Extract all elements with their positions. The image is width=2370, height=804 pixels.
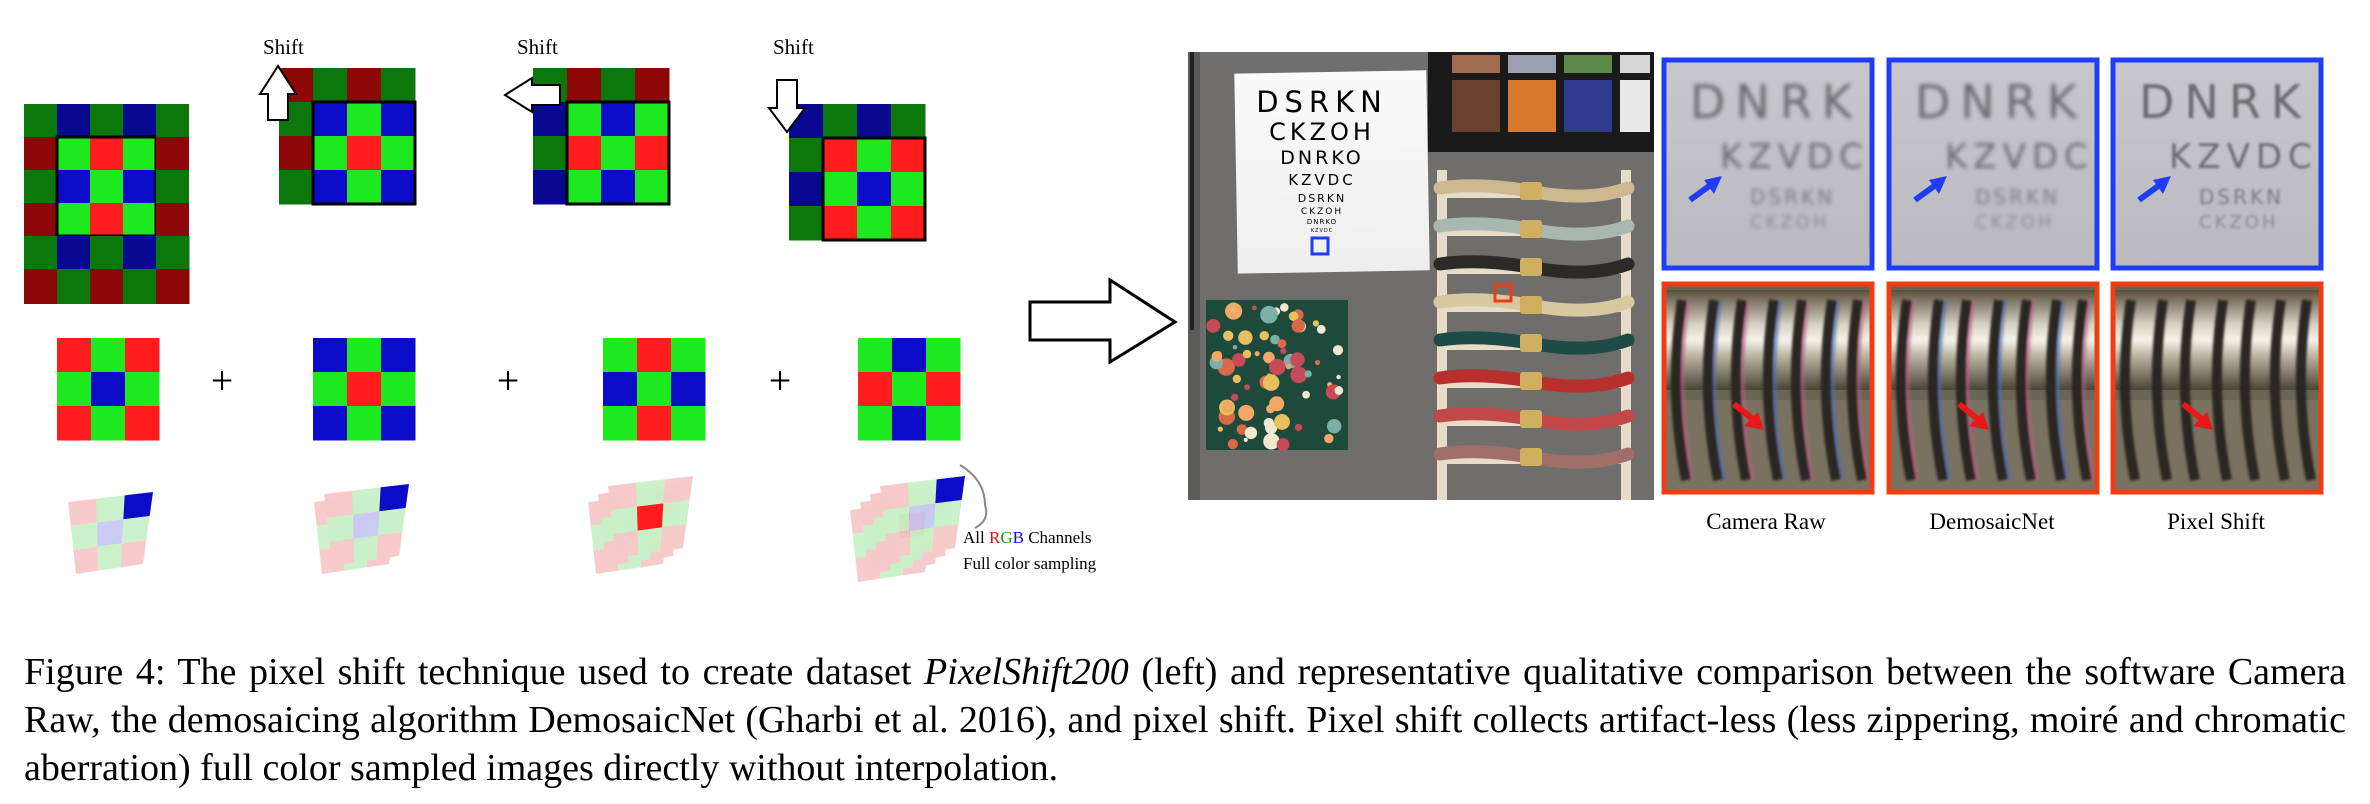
svg-text:DSRKN: DSRKN <box>1975 185 2060 209</box>
thread-crop-3 <box>2110 281 2324 495</box>
label-camera-raw: Camera Raw <box>1706 509 1826 534</box>
thread-crop-marker <box>1493 283 1513 303</box>
channel-grid-row <box>57 338 961 441</box>
plus-sign-1: + <box>211 358 234 403</box>
channel-grid-4 <box>858 338 961 441</box>
svg-text:CKZOH: CKZOH <box>1750 212 1829 233</box>
arrow-down-icon <box>767 79 807 134</box>
shift-label-3: Shift <box>773 35 814 59</box>
pointer-arrow-icon <box>1913 176 1947 203</box>
pointer-arrow-icon <box>2181 401 2213 430</box>
channel-grid-1 <box>57 338 160 441</box>
bayer-mosaic-4 <box>789 104 927 242</box>
svg-text:Shift: Shift <box>263 35 304 59</box>
channel-stack-4 <box>850 476 965 582</box>
label-demosaicnet: DemosaicNet <box>1929 509 2055 534</box>
bayer-mosaic-1 <box>24 104 158 238</box>
arrow-left-icon <box>503 76 561 114</box>
sampling-note-line1: All RGB Channels <box>963 528 1091 547</box>
stack-brace <box>959 464 988 529</box>
eye-chart-crop-2: DNRK KZVDC DSRKN CKZOH <box>1886 57 2100 271</box>
plus-sign-3: + <box>769 358 792 403</box>
channel-stack-1 <box>68 492 153 574</box>
big-right-arrow-icon <box>1028 277 1178 365</box>
svg-text:DSRKN: DSRKN <box>1298 192 1347 205</box>
thread-crop-2 <box>1886 281 2100 495</box>
eye-chart-crop-3: DNRK KZVDC DSRKN CKZOH <box>2110 57 2324 271</box>
svg-text:Shift: Shift <box>517 35 558 59</box>
channel-grid-3 <box>603 338 706 441</box>
shift-label-2: Shift <box>517 35 558 59</box>
channel-stack-3 <box>588 476 693 574</box>
channel-stack-2 <box>314 484 409 574</box>
svg-text:DSRKN: DSRKN <box>1750 185 1835 209</box>
scene-photo: DSRKN CKZOH DNRKO KZVDC DSRKN CKZOH DNRK… <box>1188 52 1654 500</box>
eye-chart: DSRKN CKZOH DNRKO KZVDC DSRKN CKZOH DNRK… <box>1234 70 1430 274</box>
svg-text:DNRK: DNRK <box>1690 75 1862 129</box>
figure-caption: Figure 4: The pixel shift technique used… <box>24 648 2346 792</box>
shift-label-1: Shift <box>263 35 304 59</box>
inset-column-2: DNRK KZVDC DSRKN CKZOH <box>1886 57 2100 495</box>
svg-text:DNRKO: DNRKO <box>1307 218 1337 226</box>
comparison-insets: DNRKKZVDCDSRKNCKZOHDNRKKZVDCDSRKNCKZOHDN… <box>1661 57 2324 495</box>
label-pixel-shift: Pixel Shift <box>2167 509 2265 534</box>
svg-text:KZVDC: KZVDC <box>1288 171 1355 189</box>
svg-text:KZVDC: KZVDC <box>1720 137 1869 177</box>
caption-body: (left) and representative qualitative co… <box>24 651 2346 789</box>
pointer-arrow-icon <box>1957 401 1989 430</box>
color-checker <box>1428 52 1654 152</box>
thread-crop-1 <box>1661 281 1875 495</box>
eye-chart-crop-1: DNRK KZVDC DSRKN CKZOH <box>1661 57 1875 271</box>
svg-text:CKZOH: CKZOH <box>1269 118 1375 146</box>
svg-text:DSRKN: DSRKN <box>1256 85 1388 119</box>
caption-dataset-name: PixelShift200 <box>924 651 1129 693</box>
bayer-mosaic-3 <box>533 68 671 206</box>
svg-text:DNRK: DNRK <box>1915 75 2087 129</box>
svg-text:CKZOH: CKZOH <box>1975 212 2054 233</box>
svg-text:KZVDC: KZVDC <box>2169 137 2318 177</box>
bayer-mosaic-2 <box>279 68 417 206</box>
thread-ladder <box>1433 170 1635 500</box>
pointer-arrow-icon <box>1688 176 1722 203</box>
floral-pattern-card <box>1206 300 1348 452</box>
sampling-note-line2: Full color sampling <box>963 554 1097 573</box>
svg-text:Shift: Shift <box>773 35 814 59</box>
channel-grid-2 <box>313 338 416 441</box>
pointer-arrow-icon <box>1732 401 1764 430</box>
svg-text:KZVDC: KZVDC <box>1945 137 2094 177</box>
bayer-mosaic-1-edge <box>24 104 190 304</box>
caption-prefix: Figure 4: The pixel shift technique used… <box>24 651 925 693</box>
svg-text:CKZOH: CKZOH <box>1301 207 1343 217</box>
plus-sign-2: + <box>497 358 520 403</box>
eye-chart-crop-marker <box>1310 236 1330 256</box>
inset-column-1: DNRK KZVDC DSRKN CKZOH <box>1661 57 1875 495</box>
svg-text:CKZOH: CKZOH <box>2199 212 2278 233</box>
channel-stack-row <box>68 476 965 582</box>
inset-column-3: DNRK KZVDC DSRKN CKZOH <box>2110 57 2324 495</box>
svg-text:DNRK: DNRK <box>2139 75 2311 129</box>
svg-text:KZVDC: KZVDC <box>1311 228 1333 234</box>
pointer-arrow-icon <box>2137 176 2171 203</box>
svg-text:DSRKN: DSRKN <box>2199 185 2284 209</box>
svg-text:DNRKO: DNRKO <box>1280 147 1363 169</box>
pixel-shift-diagram: Shift Shift Shift + + + All RGB Channels… <box>24 35 1097 582</box>
arrow-up-icon <box>258 64 298 121</box>
